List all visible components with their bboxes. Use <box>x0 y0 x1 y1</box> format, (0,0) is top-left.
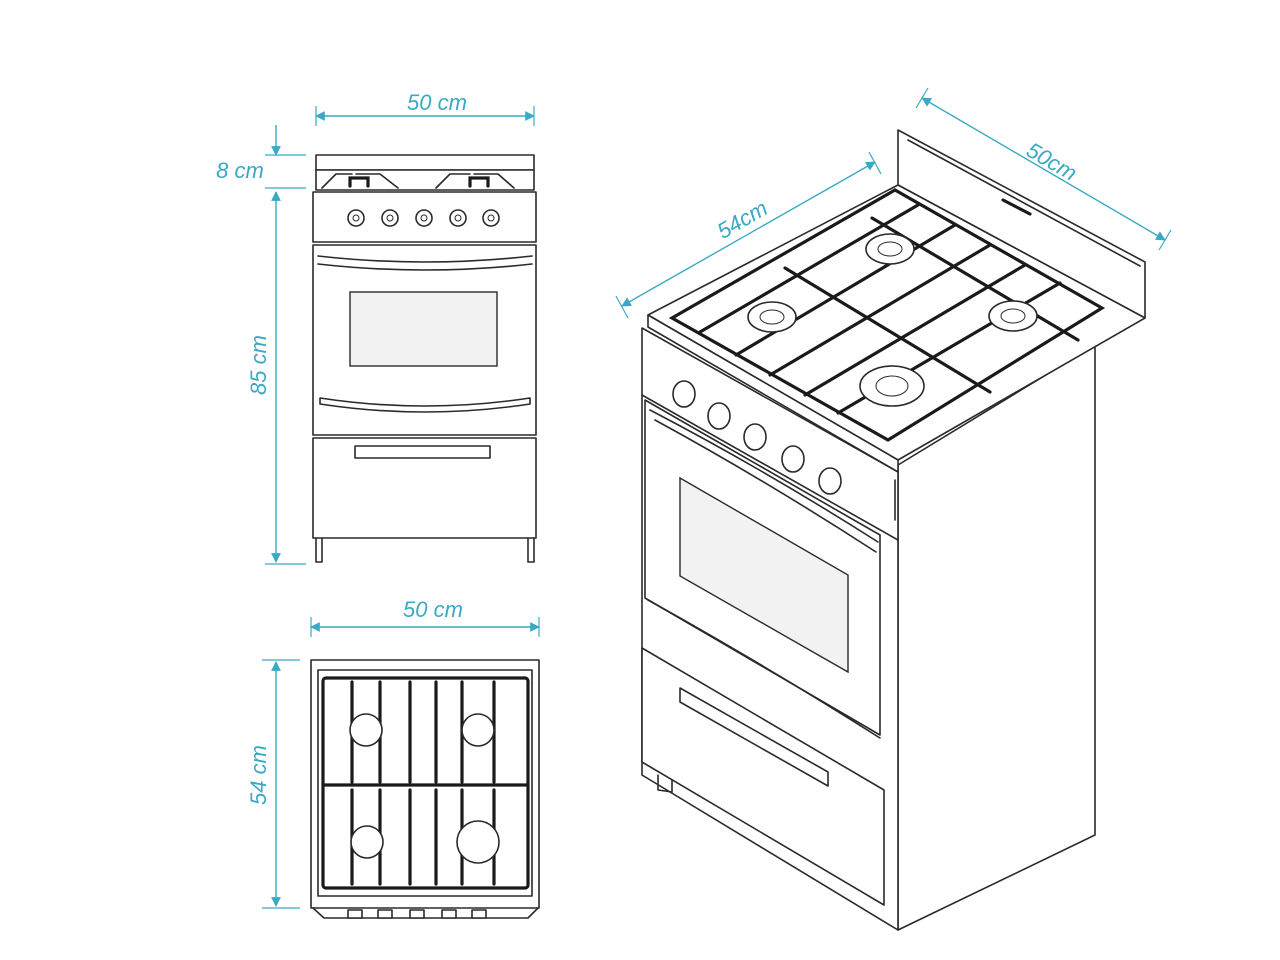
top-view <box>310 659 540 919</box>
iso-depth-label: 54cm <box>713 195 772 244</box>
front-knobs <box>347 209 500 227</box>
dimension-top-view-depth: 54 cm <box>246 659 300 909</box>
top-view-width-label: 50 cm <box>403 597 463 622</box>
top-band-height-label: 8 cm <box>216 158 264 183</box>
iso-knobs <box>672 380 842 495</box>
iso-oven-window <box>679 476 849 674</box>
iso-burners <box>747 233 1038 407</box>
dimension-body-height: 85 cm <box>246 191 306 565</box>
dimension-front-width: 50 cm <box>315 90 535 126</box>
top-view-knobs <box>347 909 487 919</box>
dimension-top-band-height: 8 cm <box>216 125 306 189</box>
body-height-label: 85 cm <box>246 335 271 395</box>
iso-width-label: 50cm <box>1022 137 1081 186</box>
top-view-burners <box>349 713 500 864</box>
front-view <box>312 154 537 563</box>
dimension-top-view-width: 50 cm <box>310 597 540 637</box>
top-view-depth-label: 54 cm <box>246 745 271 805</box>
front-width-label: 50 cm <box>407 90 467 115</box>
front-oven-window <box>349 291 498 367</box>
isometric-view <box>641 129 1146 931</box>
